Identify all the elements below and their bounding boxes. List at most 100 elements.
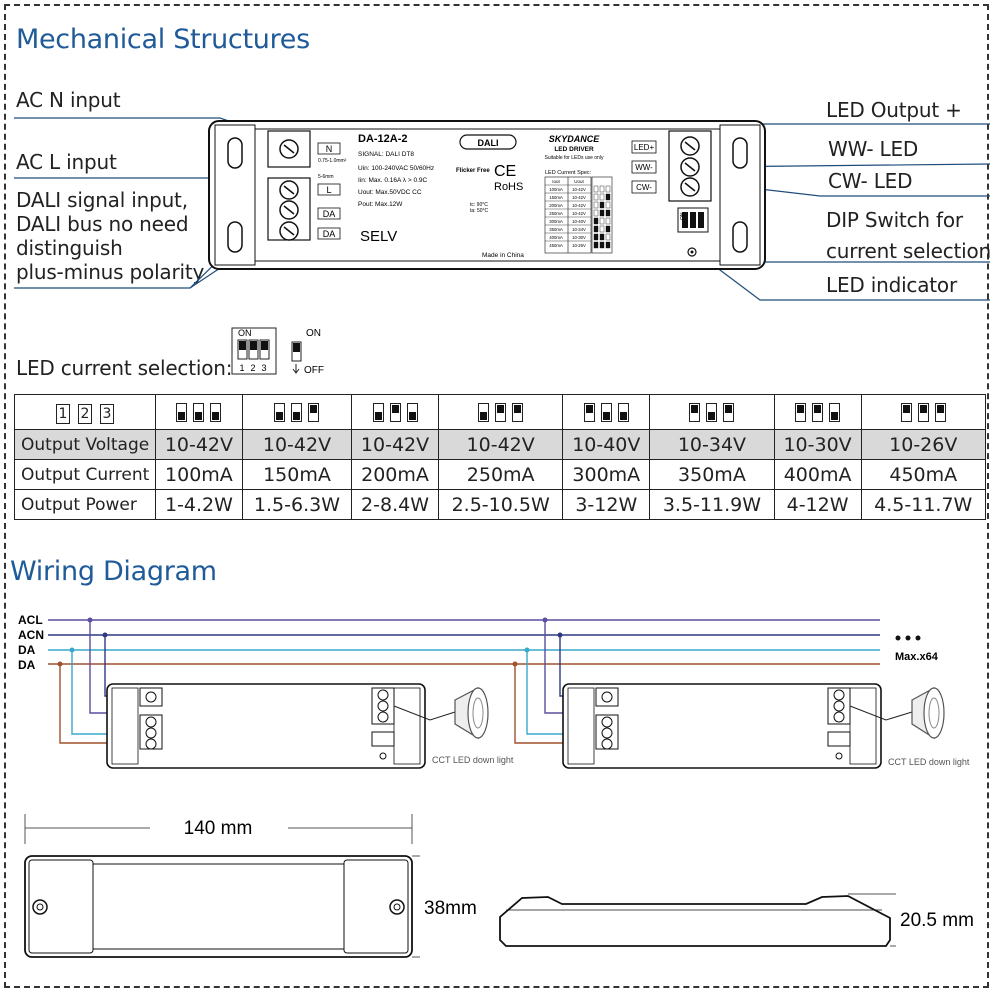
spec-cell: 350mA bbox=[549, 227, 563, 232]
dip-switch-on bbox=[689, 403, 701, 422]
svg-text:3: 3 bbox=[261, 363, 266, 373]
strip-note: 5-6mm bbox=[318, 174, 334, 180]
callout-dip-line1: DIP Switch for bbox=[826, 208, 963, 232]
dip-setting-1 bbox=[155, 394, 243, 430]
bus-label-acn: ACN bbox=[18, 628, 44, 642]
dip-setting-2 bbox=[241, 394, 353, 430]
spec-dip-switch bbox=[593, 241, 599, 249]
callout-ww-led: WW- LED bbox=[828, 137, 919, 161]
dip-legend-graphic: ON 1 2 3 ON OFF bbox=[231, 327, 324, 376]
callout-ac-n: AC N input bbox=[16, 88, 121, 112]
row-label-current: Output Current bbox=[14, 459, 156, 490]
spec-cell: 10-34V bbox=[572, 227, 586, 232]
spec-title: LED Current Spec: bbox=[545, 170, 592, 176]
callout-dali-line2: DALI bus no need bbox=[16, 212, 189, 236]
spec-cell: 150mA bbox=[549, 195, 563, 200]
dali-logo: DALI bbox=[478, 138, 499, 148]
svg-text:Iout: Iout bbox=[552, 179, 560, 184]
terminal-label-cw: CW- bbox=[636, 183, 652, 192]
spec-cell: 400mA bbox=[549, 235, 563, 240]
spec-dip-switch bbox=[593, 209, 599, 217]
dip-switch-off bbox=[706, 403, 718, 422]
spec-cell: 250mA bbox=[549, 211, 563, 216]
spec-dip-switch bbox=[593, 233, 599, 241]
dip-switch-off bbox=[274, 403, 286, 422]
page-border bbox=[4, 4, 989, 988]
label-type: LED DRIVER bbox=[554, 146, 594, 153]
dip-setting-5 bbox=[562, 394, 651, 430]
spec-dip-switch bbox=[593, 185, 599, 193]
spec-dip-switch bbox=[599, 225, 605, 233]
spec-dip-switch bbox=[605, 201, 611, 209]
spec-dip-switch bbox=[605, 185, 611, 193]
rohs-mark: RoHS bbox=[494, 181, 523, 193]
spec-cell: 10-40V bbox=[572, 219, 586, 224]
table-row-power: Output Power 1-4.2W 1.5-6.3W 2-8.4W 2.5-… bbox=[14, 489, 986, 520]
spec-cell: 100mA bbox=[549, 187, 563, 192]
max-devices: Max.x64 bbox=[895, 651, 939, 663]
wiring-driver-2 bbox=[562, 683, 882, 769]
dip-switch-off bbox=[829, 403, 841, 422]
driver-top-view: N L DA DA 0.75-1.0mm² 5-6mm LED+ WW- CW-… bbox=[14, 117, 991, 301]
dip-switch-off bbox=[176, 403, 188, 422]
spec-cell: 450mA bbox=[549, 243, 563, 248]
dip-switch-on bbox=[583, 403, 595, 422]
spec-dip-switch bbox=[605, 209, 611, 217]
wiring-diagram: ACL ACN DA DA Max.x64 CCT LED down light bbox=[18, 613, 970, 769]
spec-cell: 10-30V bbox=[572, 235, 586, 240]
label-uin: Uin: 100-240VAC 50/60Hz bbox=[358, 165, 434, 172]
dip-setting-6 bbox=[649, 394, 775, 430]
dim-width: 38mm bbox=[424, 898, 477, 919]
dip-setting-8 bbox=[860, 394, 986, 430]
dip-legend-off: OFF bbox=[304, 365, 324, 376]
terminal-label-n: N bbox=[326, 144, 333, 154]
dip-setting-4 bbox=[437, 394, 564, 430]
wiring-driver-1 bbox=[106, 683, 426, 769]
dip-switch-off bbox=[600, 403, 612, 422]
spec-dip-switch bbox=[593, 193, 599, 201]
ce-mark: CE bbox=[494, 163, 516, 180]
dip-switch-off bbox=[406, 403, 418, 422]
spec-dip-switch bbox=[599, 241, 605, 249]
spec-cell: 200mA bbox=[549, 203, 563, 208]
label-made: Made in China bbox=[482, 252, 524, 259]
dip-switch-off bbox=[291, 403, 303, 422]
terminal-label-led-plus: LED+ bbox=[634, 143, 655, 152]
dimension-drawing: 140 mm 38mm 20.5 mm bbox=[24, 814, 974, 958]
spec-cell: 10-42V bbox=[572, 211, 586, 216]
label-brand: SKYDANCE bbox=[549, 134, 601, 144]
dim-height: 20.5 mm bbox=[900, 910, 974, 931]
spec-cell: 10-42V bbox=[572, 195, 586, 200]
table-row-voltage: Output Voltage 10-42V 10-42V 10-42V 10-4… bbox=[14, 429, 986, 460]
spec-dip-switch bbox=[605, 225, 611, 233]
callout-led-indicator: LED indicator bbox=[826, 273, 957, 297]
dip-switch-off bbox=[372, 403, 384, 422]
dip-setting-3 bbox=[351, 394, 439, 430]
callout-dali-line4: plus-minus polarity bbox=[16, 260, 205, 284]
dip-legend-on: ON bbox=[306, 328, 321, 339]
label-model: DA-12A-2 bbox=[358, 133, 408, 145]
label-pout: Pout: Max.12W bbox=[358, 201, 403, 208]
lamp-1-label: CCT LED down light bbox=[432, 755, 514, 765]
spec-dip-switch bbox=[593, 225, 599, 233]
label-uout: Uout: Max.50VDC CC bbox=[358, 189, 422, 196]
dip-switch-off bbox=[193, 403, 205, 422]
callout-ac-l: AC L input bbox=[16, 150, 117, 174]
callout-dip-line2: current selection bbox=[826, 239, 991, 263]
spec-dip-switch bbox=[599, 193, 605, 201]
spec-dip-switch bbox=[605, 233, 611, 241]
dip-switch-on bbox=[308, 403, 320, 422]
driver-body bbox=[208, 120, 766, 270]
dip-switch-on bbox=[512, 403, 524, 422]
svg-text:Uout: Uout bbox=[574, 179, 584, 184]
terminal-label-da1: DA bbox=[323, 209, 336, 219]
driver-outline-side bbox=[499, 895, 891, 947]
dip-switch-on bbox=[389, 403, 401, 422]
svg-text:2: 2 bbox=[250, 363, 255, 373]
dip-switch-on bbox=[812, 403, 824, 422]
bus-label-da2: DA bbox=[18, 658, 36, 672]
callout-dali-line3: distinguish bbox=[16, 236, 123, 260]
dip-switch-off bbox=[210, 403, 222, 422]
